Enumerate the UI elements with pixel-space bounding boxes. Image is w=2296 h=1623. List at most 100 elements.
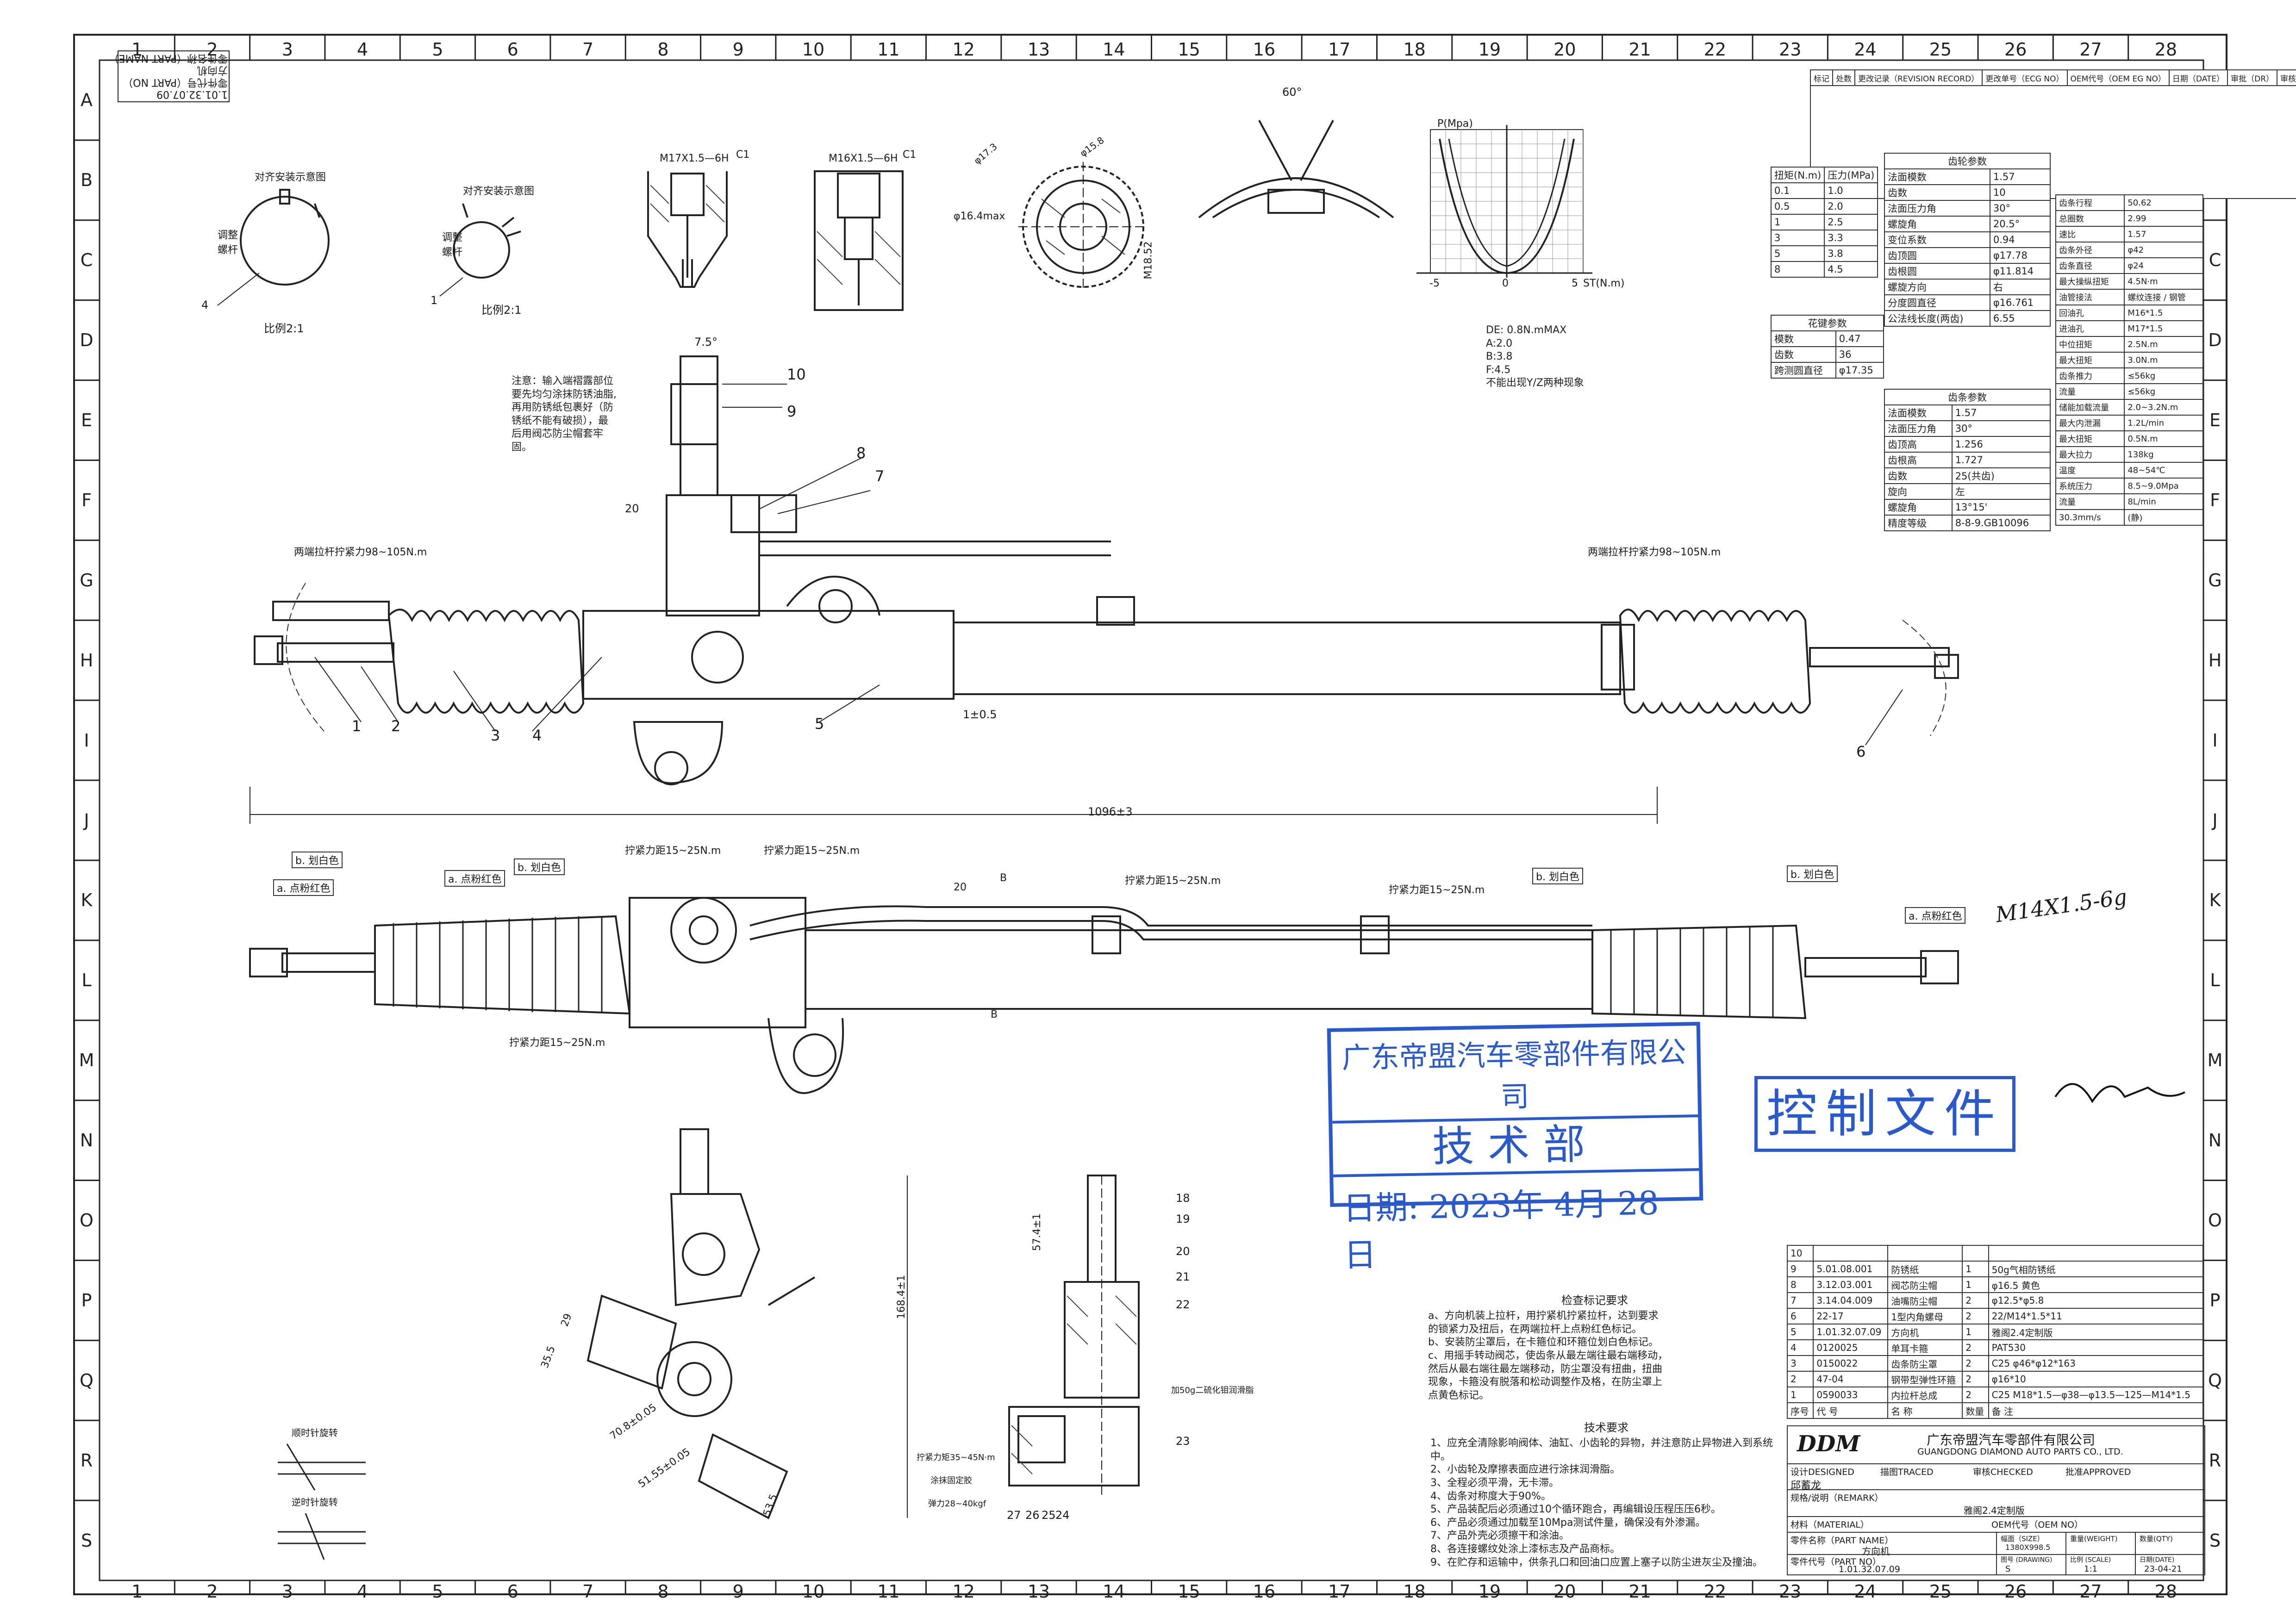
zone-right-E: E [2209, 410, 2221, 431]
check-line: 然后从最右端往最左端移动，防尘罩没有扭曲，扭曲 [1428, 1363, 1663, 1375]
section-callout-25: 25 [1042, 1509, 1056, 1522]
parts-list-cell: 雅阁2.4定制版 [1988, 1324, 2204, 1340]
rack-elevation-view [254, 355, 1959, 785]
zone-bottom-17: 17 [1328, 1581, 1351, 1602]
zone-left-C: C [80, 250, 93, 271]
zone-right-R: R [2209, 1450, 2221, 1471]
corner-part-name: 方向机 [197, 64, 228, 76]
zone-left-O: O [80, 1210, 94, 1231]
pinion-param-cell: 10 [1989, 184, 2051, 201]
zone-right-M: M [2207, 1050, 2223, 1071]
zone-bottom-20: 20 [1554, 1581, 1576, 1602]
perf-param-cell: 最大内泄漏 [2055, 415, 2125, 431]
zone-right-K: K [2209, 890, 2221, 911]
parts-list-cell: φ16*10 [1988, 1371, 2204, 1387]
parts-list-cell: 2 [1962, 1355, 1989, 1372]
torque-point-cell: 8 [1770, 261, 1825, 278]
pinion-param-cell: 30° [1989, 200, 2051, 217]
zone-top-20: 20 [1554, 39, 1576, 60]
perf-param-cell: 进油孔 [2055, 320, 2125, 337]
corner-part-name-label: 零件名称（PART NAME） [108, 52, 228, 64]
parts-list-cell: 2 [1962, 1371, 1989, 1387]
parts-list-cell: 2 [1962, 1308, 1989, 1325]
section-note: 拧紧力矩35~45N·m [917, 1453, 995, 1462]
rotation-cw-label: 顺时针旋转 [292, 1427, 338, 1438]
department-stamp: 广东帝盟汽车零部件有限公司 技术部 日期: 2023年 4月 28日 [1327, 1021, 1703, 1274]
dim-20-top: 20 [625, 502, 639, 515]
size-value: 1380X998.5 [2005, 1543, 2051, 1552]
alignment-callout-right: 1 [430, 294, 438, 307]
perf-param-cell: 流量 [2055, 383, 2125, 400]
alignment-callout-left: 4 [201, 298, 209, 311]
pinion-param-cell: 1.57 [1989, 168, 2051, 185]
parts-list-cell: 1 [1962, 1324, 1989, 1340]
pinion-param-cell: φ11.814 [1989, 263, 2051, 280]
zone-bottom-16: 16 [1253, 1581, 1276, 1602]
torque-note-right: 两端拉杆拧紧力98~105N.m [1588, 547, 1721, 558]
parts-list-cell: 齿条防尘罩 [1887, 1355, 1963, 1372]
scale-label: 比例 (SCALE) [2070, 1556, 2111, 1564]
zone-bottom-18: 18 [1403, 1581, 1426, 1602]
perf-param-cell: ≤56kg [2124, 383, 2203, 400]
zone-top-7: 7 [582, 39, 594, 60]
zone-top-21: 21 [1628, 39, 1651, 60]
zone-top-4: 4 [357, 39, 368, 60]
zone-top-14: 14 [1103, 39, 1125, 60]
material-label: 材料（MATERIAL） [1791, 1520, 1869, 1530]
zone-top-8: 8 [657, 39, 669, 60]
callout-7: 7 [875, 467, 885, 485]
parts-list-cell: 序号 [1786, 1402, 1814, 1419]
revision-header-cell: 审核（CK） [2277, 69, 2296, 86]
pinion-param-cell: 齿根圆 [1884, 263, 1990, 280]
zone-top-15: 15 [1178, 39, 1200, 60]
rotation-sketches [278, 1443, 366, 1560]
perf-param-cell: 2.5N.m [2124, 336, 2203, 353]
section-mark-b-bottom: B [991, 1009, 998, 1020]
parts-list-cell: 22-17 [1813, 1308, 1889, 1325]
rack-param-cell: 8-8-9.GB10096 [1951, 515, 2051, 531]
oem-label: OEM代号（OEM NO） [1991, 1520, 2083, 1530]
torque-point-cell: 0.1 [1770, 182, 1825, 199]
torque-pressure-chart [1416, 125, 1592, 278]
plan-mark: b. 划白色 [1787, 865, 1838, 882]
torque-point-cell: 2.0 [1824, 198, 1878, 215]
rack-plan-view [249, 897, 1959, 1094]
thread-label-1: M17X1.5—6H [660, 153, 729, 164]
zone-top-3: 3 [281, 39, 293, 60]
stamp-date-label: 日期: [1342, 1188, 1419, 1228]
perf-param-cell: 2.0~3.2N.m [2124, 399, 2203, 416]
signature-scribble [2054, 1083, 2185, 1103]
zone-left-B: B [80, 170, 93, 191]
zone-bottom-6: 6 [507, 1581, 518, 1602]
perf-extra-cell: (静) [2124, 509, 2203, 526]
check-line: 现象，卡箍没有脱落和松动调整作及格，在防尘罩上 [1428, 1376, 1663, 1388]
corner-part-no-label: 零件代号（PART NO） [123, 76, 228, 88]
perf-param-cell: M16*1.5 [2124, 305, 2203, 321]
zone-bottom-3: 3 [281, 1581, 293, 1602]
perf-param-cell: 系统压力 [2055, 478, 2125, 494]
parts-list-cell: C25 M18*1.5—φ38—φ13.5—125—M14*1.5 [1988, 1387, 2204, 1403]
plan-mark: a. 点粉红色 [1905, 907, 1966, 924]
perf-param-cell: 4.5N·m [2124, 273, 2203, 290]
parts-list-cell: 9 [1786, 1261, 1814, 1277]
stamp-date-row: 日期: 2023年 4月 28日 [1333, 1171, 1701, 1282]
rack-param-cell: 1.256 [1951, 436, 2051, 453]
valve-isometric-view [586, 1128, 816, 1519]
parts-list-cell: 6 [1786, 1308, 1814, 1325]
callout-10: 10 [787, 366, 806, 383]
zone-right-Q: Q [2208, 1370, 2222, 1391]
zone-left-K: K [81, 890, 93, 911]
